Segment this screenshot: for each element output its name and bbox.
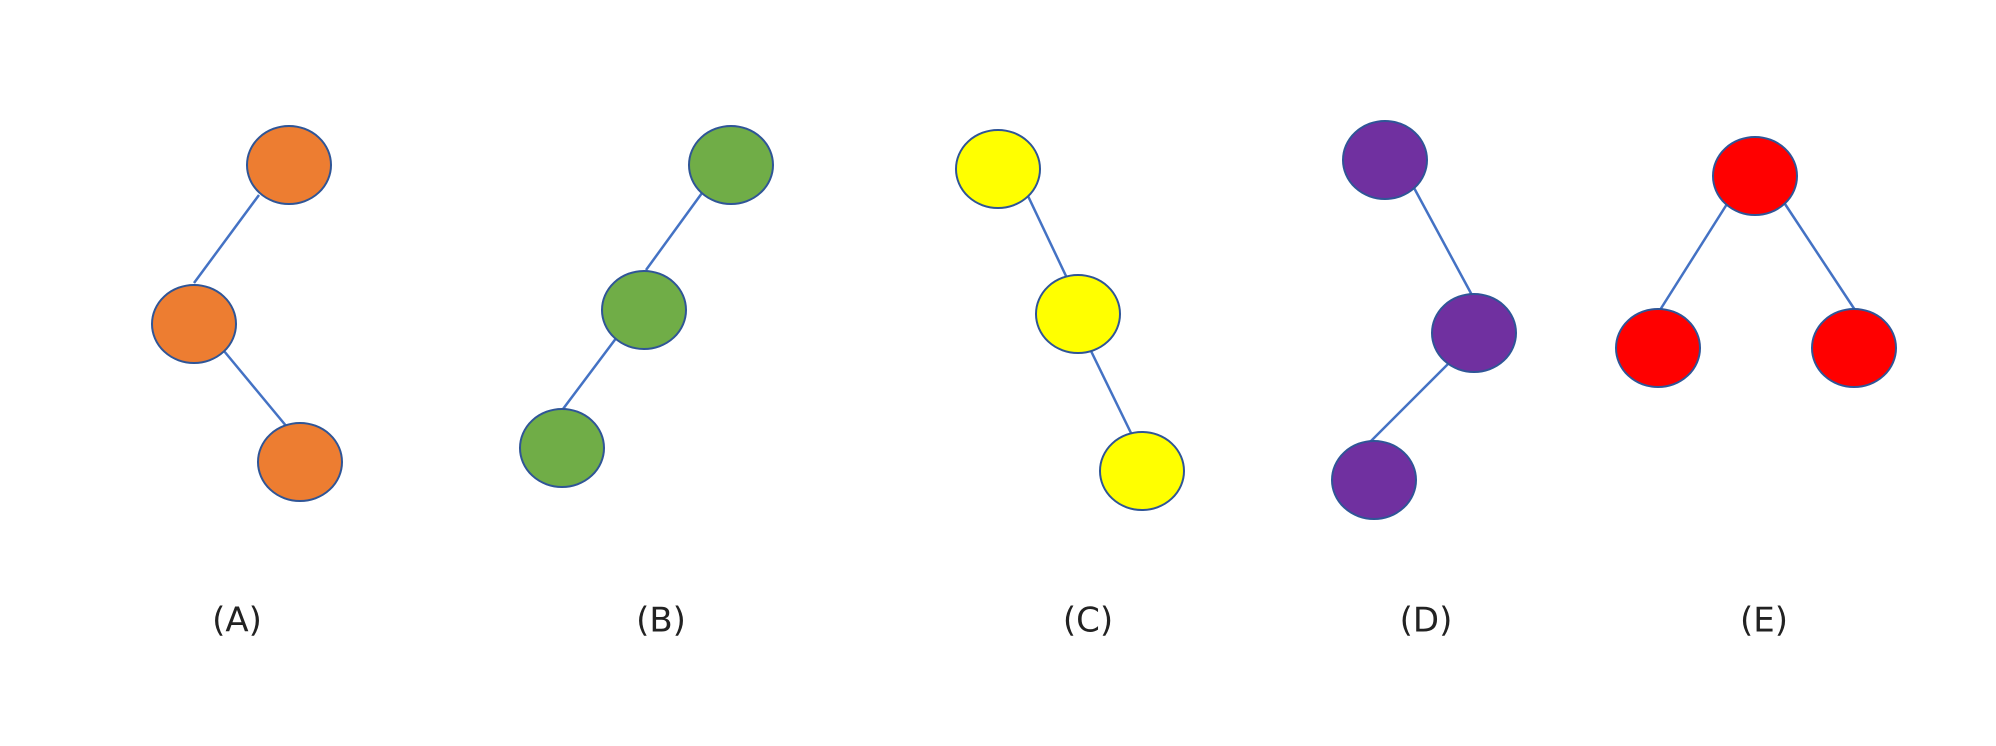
tree-d: (D) [1331,120,1517,641]
tree-a-middle-node [151,284,237,364]
tree-c: (C) [955,129,1185,641]
tree-c-leaf-node [1099,431,1185,511]
tree-a-edge-middle-leaf [223,350,288,428]
tree-a-leaf-node [257,422,343,502]
tree-a-label: (A) [212,601,262,641]
tree-e-right-leaf-node [1811,308,1897,388]
tree-d-leaf-node [1331,440,1417,520]
tree-e-root-node [1712,136,1798,216]
tree-a-edge-root-middle [192,194,261,284]
tree-c-edge-root-middle [1026,195,1068,277]
tree-b: (B) [519,125,774,641]
tree-e-left-leaf-node [1615,308,1701,388]
tree-a: (A) [151,125,343,641]
tree-b-label: (B) [636,601,686,641]
tree-c-middle-node [1035,274,1121,354]
tree-b-middle-node [601,270,687,350]
tree-e-edge-root-right [1783,203,1857,311]
tree-b-leaf-node [519,408,605,488]
tree-d-label: (D) [1400,601,1453,641]
tree-a-root-node [246,125,332,205]
tree-d-edge-root-middle [1411,185,1475,298]
tree-b-edge-middle-leaf [562,336,618,410]
tree-c-label: (C) [1063,601,1113,641]
tree-e-edge-root-left [1658,203,1729,311]
tree-d-edge-middle-leaf [1369,361,1451,443]
tree-e: (E) [1615,136,1897,641]
tree-b-edge-root-middle [644,192,704,271]
tree-c-edge-middle-leaf [1089,350,1133,434]
tree-e-label: (E) [1740,601,1788,641]
tree-d-root-node [1342,120,1428,200]
tree-b-root-node [688,125,774,205]
tree-c-root-node [955,129,1041,209]
tree-d-middle-node [1431,293,1517,373]
